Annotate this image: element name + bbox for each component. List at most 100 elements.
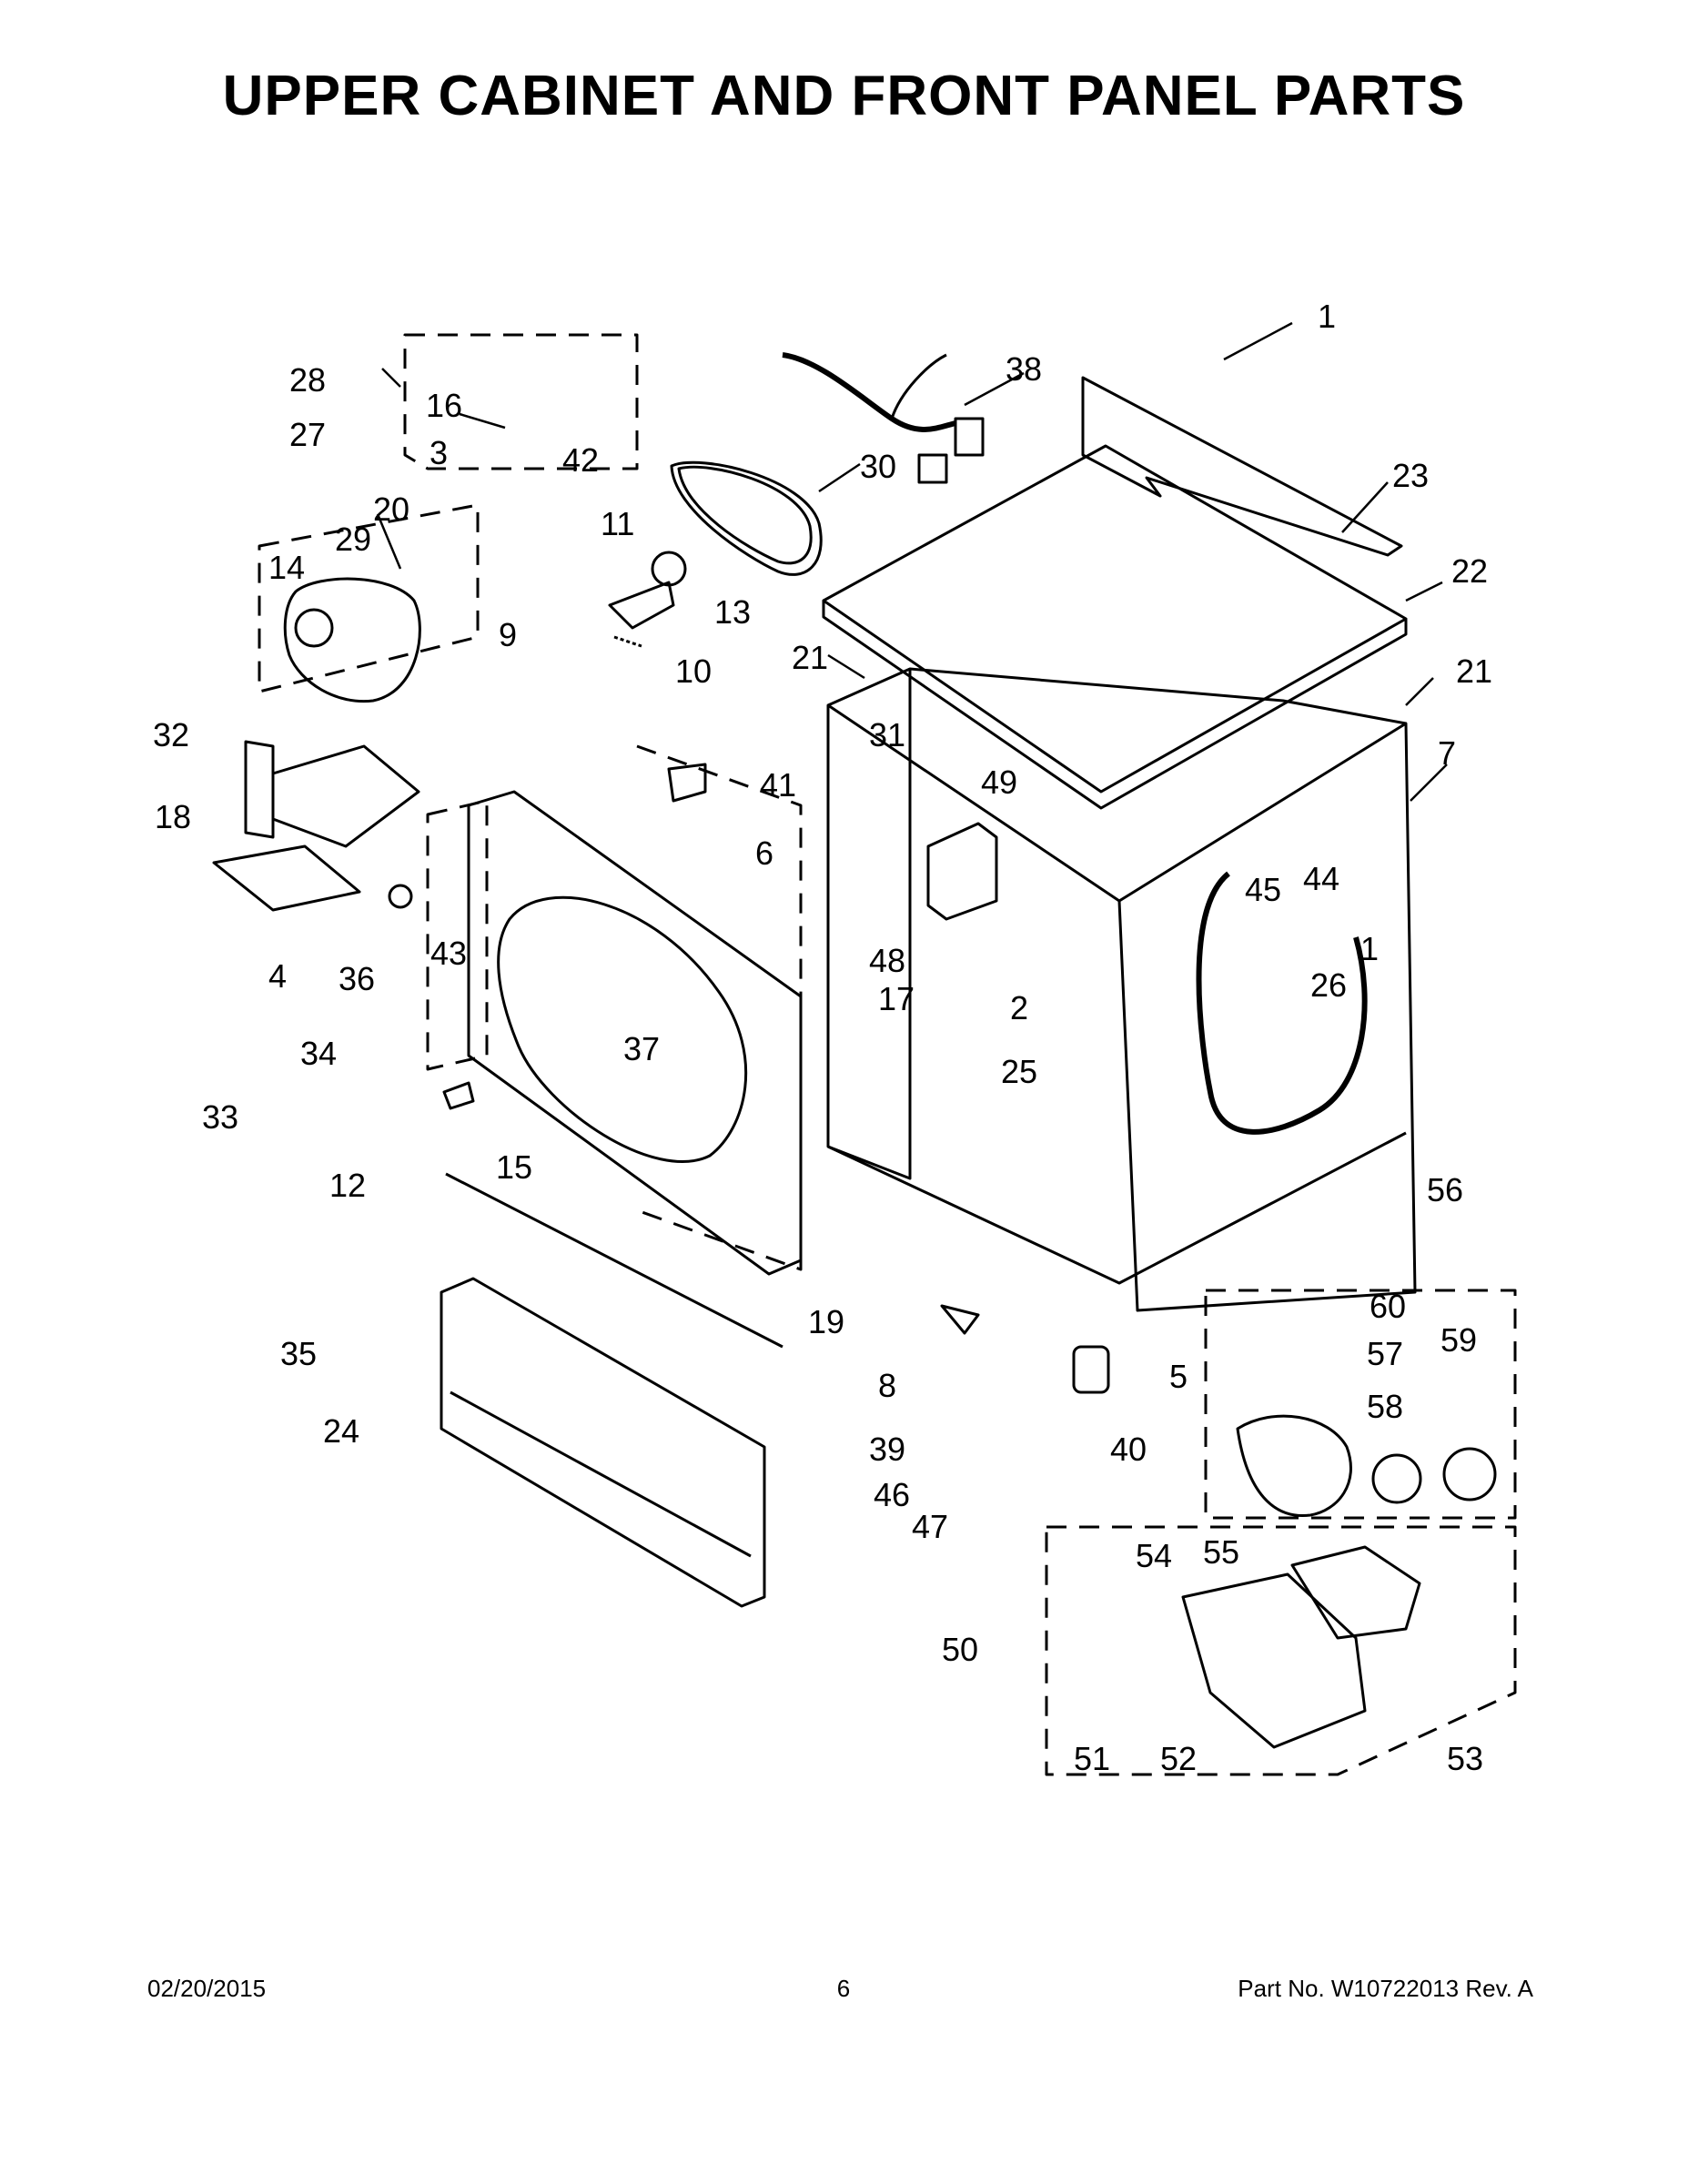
toe-clip-12 (445, 1172, 783, 1349)
callout-21: 21 (1456, 652, 1492, 690)
callout-56: 56 (1427, 1171, 1463, 1208)
leveling-foot (1072, 1345, 1110, 1394)
callout-31: 31 (869, 716, 905, 753)
cabinet-right-wall (1117, 722, 1417, 1312)
support-strap-19 (940, 1304, 980, 1335)
callout-58: 58 (1367, 1388, 1403, 1425)
callout-28: 28 (289, 361, 326, 399)
idler-arm (608, 581, 675, 630)
callout-27: 27 (289, 416, 326, 453)
callout-57: 57 (1367, 1335, 1403, 1372)
callout-37: 37 (623, 1030, 660, 1067)
page-title: UPPER CABINET AND FRONT PANEL PARTS (222, 65, 1466, 127)
callout-21: 21 (792, 639, 828, 676)
washer-36 (388, 884, 413, 909)
callout-18: 18 (155, 798, 191, 835)
motor-bracket (244, 740, 275, 839)
callout-49: 49 (981, 763, 1017, 801)
callout-11: 11 (601, 505, 634, 542)
callout-29: 29 (335, 521, 371, 558)
callout-41: 41 (760, 766, 796, 804)
callout-7: 7 (1438, 734, 1456, 772)
callout-26: 26 (1310, 966, 1347, 1004)
callout-1: 1 (1360, 930, 1379, 967)
callout-44: 44 (1303, 860, 1339, 897)
idler-spring (613, 635, 642, 648)
callout-53: 53 (1447, 1740, 1483, 1777)
callout-9: 9 (499, 616, 517, 653)
drum-belt (670, 460, 823, 576)
kit-box-50 (1045, 1525, 1517, 1776)
callout-4: 4 (268, 957, 287, 995)
callout-34: 34 (300, 1035, 337, 1072)
callout-16: 16 (426, 387, 462, 424)
callout-33: 33 (202, 1098, 238, 1136)
callout-14: 14 (268, 549, 305, 586)
burner-assembly (1181, 1572, 1367, 1749)
kit-box-56 (1204, 1289, 1517, 1520)
front-panel-frame (467, 790, 803, 1276)
kit-box-27 (258, 503, 480, 693)
footer-page-number: 6 (836, 1975, 851, 2002)
callout-45: 45 (1245, 871, 1281, 908)
kit-box-28 (403, 333, 639, 470)
idler-pulley (651, 551, 687, 587)
drive-motor (283, 577, 421, 703)
callout-12: 12 (329, 1167, 366, 1204)
callout-8: 8 (878, 1367, 896, 1404)
callout-labels: 1 1 2 3 4 5 6 7 8 9 10 11 12 13 14 15 16… (153, 298, 1492, 1777)
callout-35: 35 (280, 1335, 317, 1372)
callout-30: 30 (860, 448, 896, 485)
callout-13: 13 (714, 593, 751, 631)
door-opening (497, 895, 748, 1163)
callout-43: 43 (430, 935, 467, 972)
callout-36: 36 (339, 960, 375, 997)
toe-kick-panel (440, 1277, 766, 1608)
callout-38: 38 (1006, 350, 1042, 388)
kit-box-43 (426, 799, 489, 1071)
leader-lines (376, 321, 1448, 802)
callout-51: 51 (1074, 1740, 1110, 1777)
callout-52: 52 (1160, 1740, 1197, 1777)
callout-3: 3 (430, 434, 448, 471)
callout-2: 2 (1010, 989, 1028, 1026)
callout-5: 5 (1169, 1358, 1188, 1395)
callout-17: 17 (878, 980, 915, 1017)
top-support-bar (1081, 376, 1403, 557)
callout-54: 54 (1136, 1537, 1172, 1574)
callout-39: 39 (869, 1431, 905, 1468)
footer-date: 02/20/2015 (147, 1975, 267, 2002)
callout-47: 47 (912, 1508, 948, 1545)
callout-20: 20 (373, 490, 409, 528)
callout-25: 25 (1001, 1053, 1037, 1090)
door-panel-outline (636, 744, 803, 1271)
callout-42: 42 (562, 441, 599, 479)
callout-22: 22 (1451, 552, 1488, 590)
callout-50: 50 (942, 1631, 978, 1668)
floor-wiring (1196, 871, 1368, 1135)
footer-part-number: Part No. W10722013 Rev. A (1238, 1975, 1533, 2002)
callout-24: 24 (323, 1412, 359, 1450)
transformer-block (926, 822, 998, 921)
exhaust-duct (1236, 1414, 1352, 1518)
callout-60: 60 (1370, 1288, 1406, 1325)
callout-55: 55 (1203, 1533, 1239, 1571)
gas-valve (1290, 1545, 1421, 1640)
callout-23: 23 (1392, 457, 1429, 494)
callout-32: 32 (153, 716, 189, 753)
part-outlines (212, 333, 1517, 1776)
insulation-pad (212, 844, 361, 912)
callout-15: 15 (496, 1148, 532, 1186)
callout-10: 10 (675, 652, 712, 690)
callout-1: 1 (1318, 298, 1336, 335)
cabinet-left-wall (826, 667, 912, 1180)
callout-46: 46 (874, 1476, 910, 1513)
door-strike-43 (442, 1081, 475, 1110)
wire-harness-38 (782, 352, 956, 432)
callout-6: 6 (755, 834, 773, 872)
callout-19: 19 (808, 1303, 844, 1340)
callout-59: 59 (1440, 1321, 1477, 1359)
callout-48: 48 (869, 942, 905, 979)
thermal-fuse-41 (667, 763, 707, 803)
